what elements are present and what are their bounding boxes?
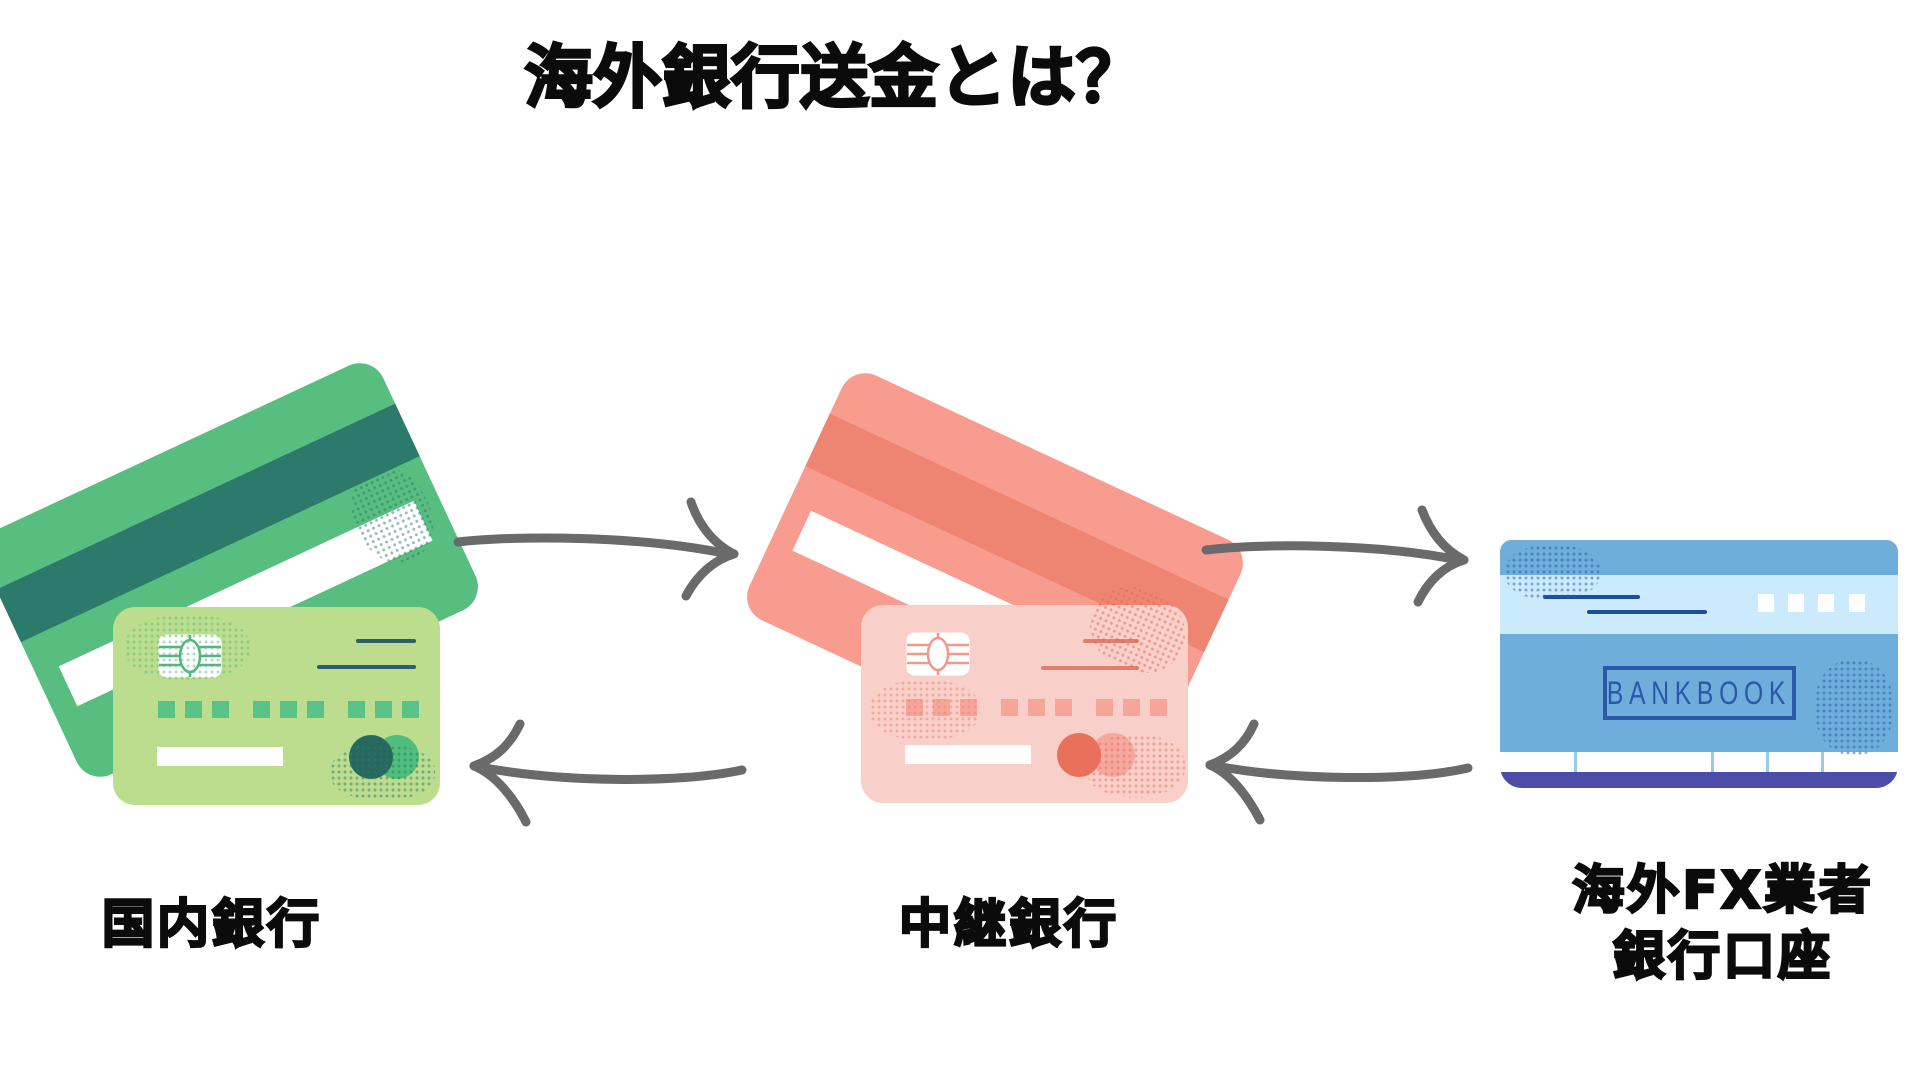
arrow-left-icon (462, 712, 752, 832)
card-number-squares (158, 701, 429, 718)
speckle-texture (125, 615, 250, 680)
page-title: 海外銀行送金とは？ (523, 38, 1146, 120)
card-name-box (157, 747, 283, 766)
arrow-right-icon (1196, 498, 1476, 618)
card-text-line (1041, 666, 1139, 670)
bankbook-spine (1500, 772, 1898, 788)
card-text-line (356, 639, 416, 643)
bankbook-text-line (1587, 610, 1707, 614)
bankbook-square (1849, 594, 1865, 612)
card-name-box (905, 745, 1031, 764)
bankbook-square (1758, 594, 1774, 612)
bankbook-title-box: BANKBOOK (1602, 666, 1796, 720)
speckle-texture (870, 680, 980, 740)
label-intermediary-bank: 中継銀行 (898, 894, 1119, 957)
speckle-texture (1815, 660, 1893, 755)
label-overseas-fx-line1: 海外FX業者 (1571, 860, 1874, 923)
speckle-texture (1505, 545, 1600, 600)
bankbook-square (1788, 594, 1804, 612)
arrow-left-icon (1198, 712, 1478, 832)
bankbook-title-text: BANKBOOK (1606, 673, 1792, 712)
speckle-texture (1085, 735, 1185, 797)
speckle-texture (330, 745, 435, 800)
bankbook-square (1818, 594, 1834, 612)
bankbook-pages (1500, 752, 1898, 772)
card-text-line (317, 665, 416, 669)
bankbook-text-line (1543, 595, 1640, 599)
label-domestic-bank: 国内銀行 (101, 894, 322, 957)
arrow-right-icon (448, 492, 748, 612)
label-overseas-fx-line2: 銀行口座 (1612, 926, 1833, 989)
credit-card-chip-icon (906, 632, 970, 676)
label-overseas-fx-account: 海外FX業者 銀行口座 (1523, 858, 1920, 990)
